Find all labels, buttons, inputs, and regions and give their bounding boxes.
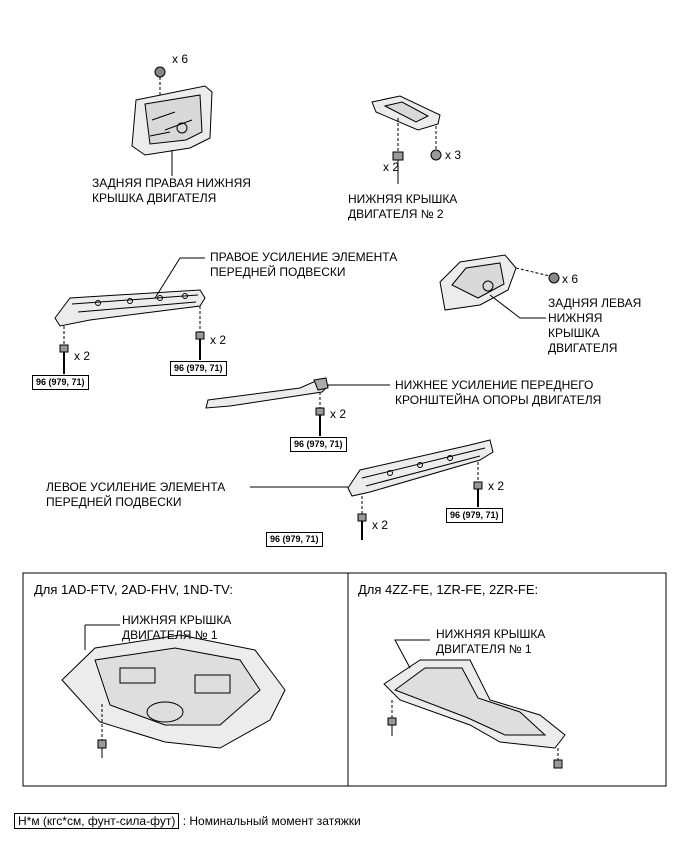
engine-cover-2-label: НИЖНЯЯ КРЫШКА ДВИГАТЕЛЯ № 2 <box>348 192 458 221</box>
rear-right-cover-bolt-qty: x 6 <box>172 52 189 66</box>
variant-box-petrol-header: Для 4ZZ-FE, 1ZR-FE, 2ZR-FE: <box>358 582 539 597</box>
torque-legend-key: Н*м (кгс*см, фунт-сила-фут) <box>14 813 180 829</box>
lower-bracket-reinforcement-drawing <box>205 377 390 436</box>
torque-legend-text: : Номинальный момент затяжки <box>182 814 361 828</box>
rear-left-cover-bolt-qty: x 6 <box>562 272 579 286</box>
engine-lower-cover-1-petrol-drawing <box>383 639 566 769</box>
left-suspension-reinforcement-drawing <box>250 439 494 540</box>
engine-cover-2-clip-qty: x 3 <box>445 148 462 162</box>
right-suspension-reinforcement-drawing <box>54 257 206 374</box>
left-reinforcement-bolt-qty-a: x 2 <box>488 479 505 493</box>
engine-cover-1-diesel-label: НИЖНЯЯ КРЫШКА ДВИГАТЕЛЯ № 1 <box>122 613 232 642</box>
torque-spec-box: 96 (979, 71) <box>290 437 347 452</box>
engine-cover-1-petrol-label: НИЖНЯЯ КРЫШКА ДВИГАТЕЛЯ № 1 <box>436 627 546 656</box>
right-suspension-reinforcement-label: ПРАВОЕ УСИЛЕНИЕ ЭЛЕМЕНТА ПЕРЕДНЕЙ ПОДВЕС… <box>210 250 398 279</box>
engine-cover-2-bolt-qty: x 2 <box>383 160 400 174</box>
torque-spec-box: 96 (979, 71) <box>446 508 503 523</box>
variant-box-petrol-frame <box>347 572 667 787</box>
rear-right-cover-label: ЗАДНЯЯ ПРАВАЯ НИЖНЯЯ КРЫШКА ДВИГАТЕЛЯ <box>92 176 251 205</box>
torque-spec-box: 96 (979, 71) <box>32 375 89 390</box>
lower-bracket-bolt-qty: x 2 <box>330 407 347 421</box>
right-reinforcement-bolt-qty-a: x 2 <box>74 349 91 363</box>
torque-spec-box: 96 (979, 71) <box>170 361 227 376</box>
engine-lower-cover-2-drawing <box>371 95 442 184</box>
left-suspension-reinforcement-label: ЛЕВОЕ УСИЛЕНИЕ ЭЛЕМЕНТА ПЕРЕДНЕЙ ПОДВЕСК… <box>46 480 226 509</box>
left-reinforcement-bolt-qty-b: x 2 <box>372 518 389 532</box>
variant-box-diesel-header: Для 1AD-FTV, 2AD-FHV, 1ND-TV: <box>34 582 233 597</box>
torque-legend: Н*м (кгс*см, фунт-сила-фут) : Номинальны… <box>14 813 361 829</box>
torque-spec-box: 96 (979, 71) <box>266 532 323 547</box>
rear-right-engine-cover-drawing <box>131 66 213 176</box>
rear-left-cover-label: ЗАДНЯЯ ЛЕВАЯ НИЖНЯЯ КРЫШКА ДВИГАТЕЛЯ <box>548 296 642 355</box>
lower-bracket-reinforcement-label: НИЖНЕЕ УСИЛЕНИЕ ПЕРЕДНЕГО КРОНШТЕЙНА ОПО… <box>395 378 602 407</box>
engine-lower-cover-1-diesel-drawing <box>61 624 286 758</box>
right-reinforcement-bolt-qty-b: x 2 <box>210 333 227 347</box>
rear-left-engine-cover-drawing <box>439 254 560 319</box>
